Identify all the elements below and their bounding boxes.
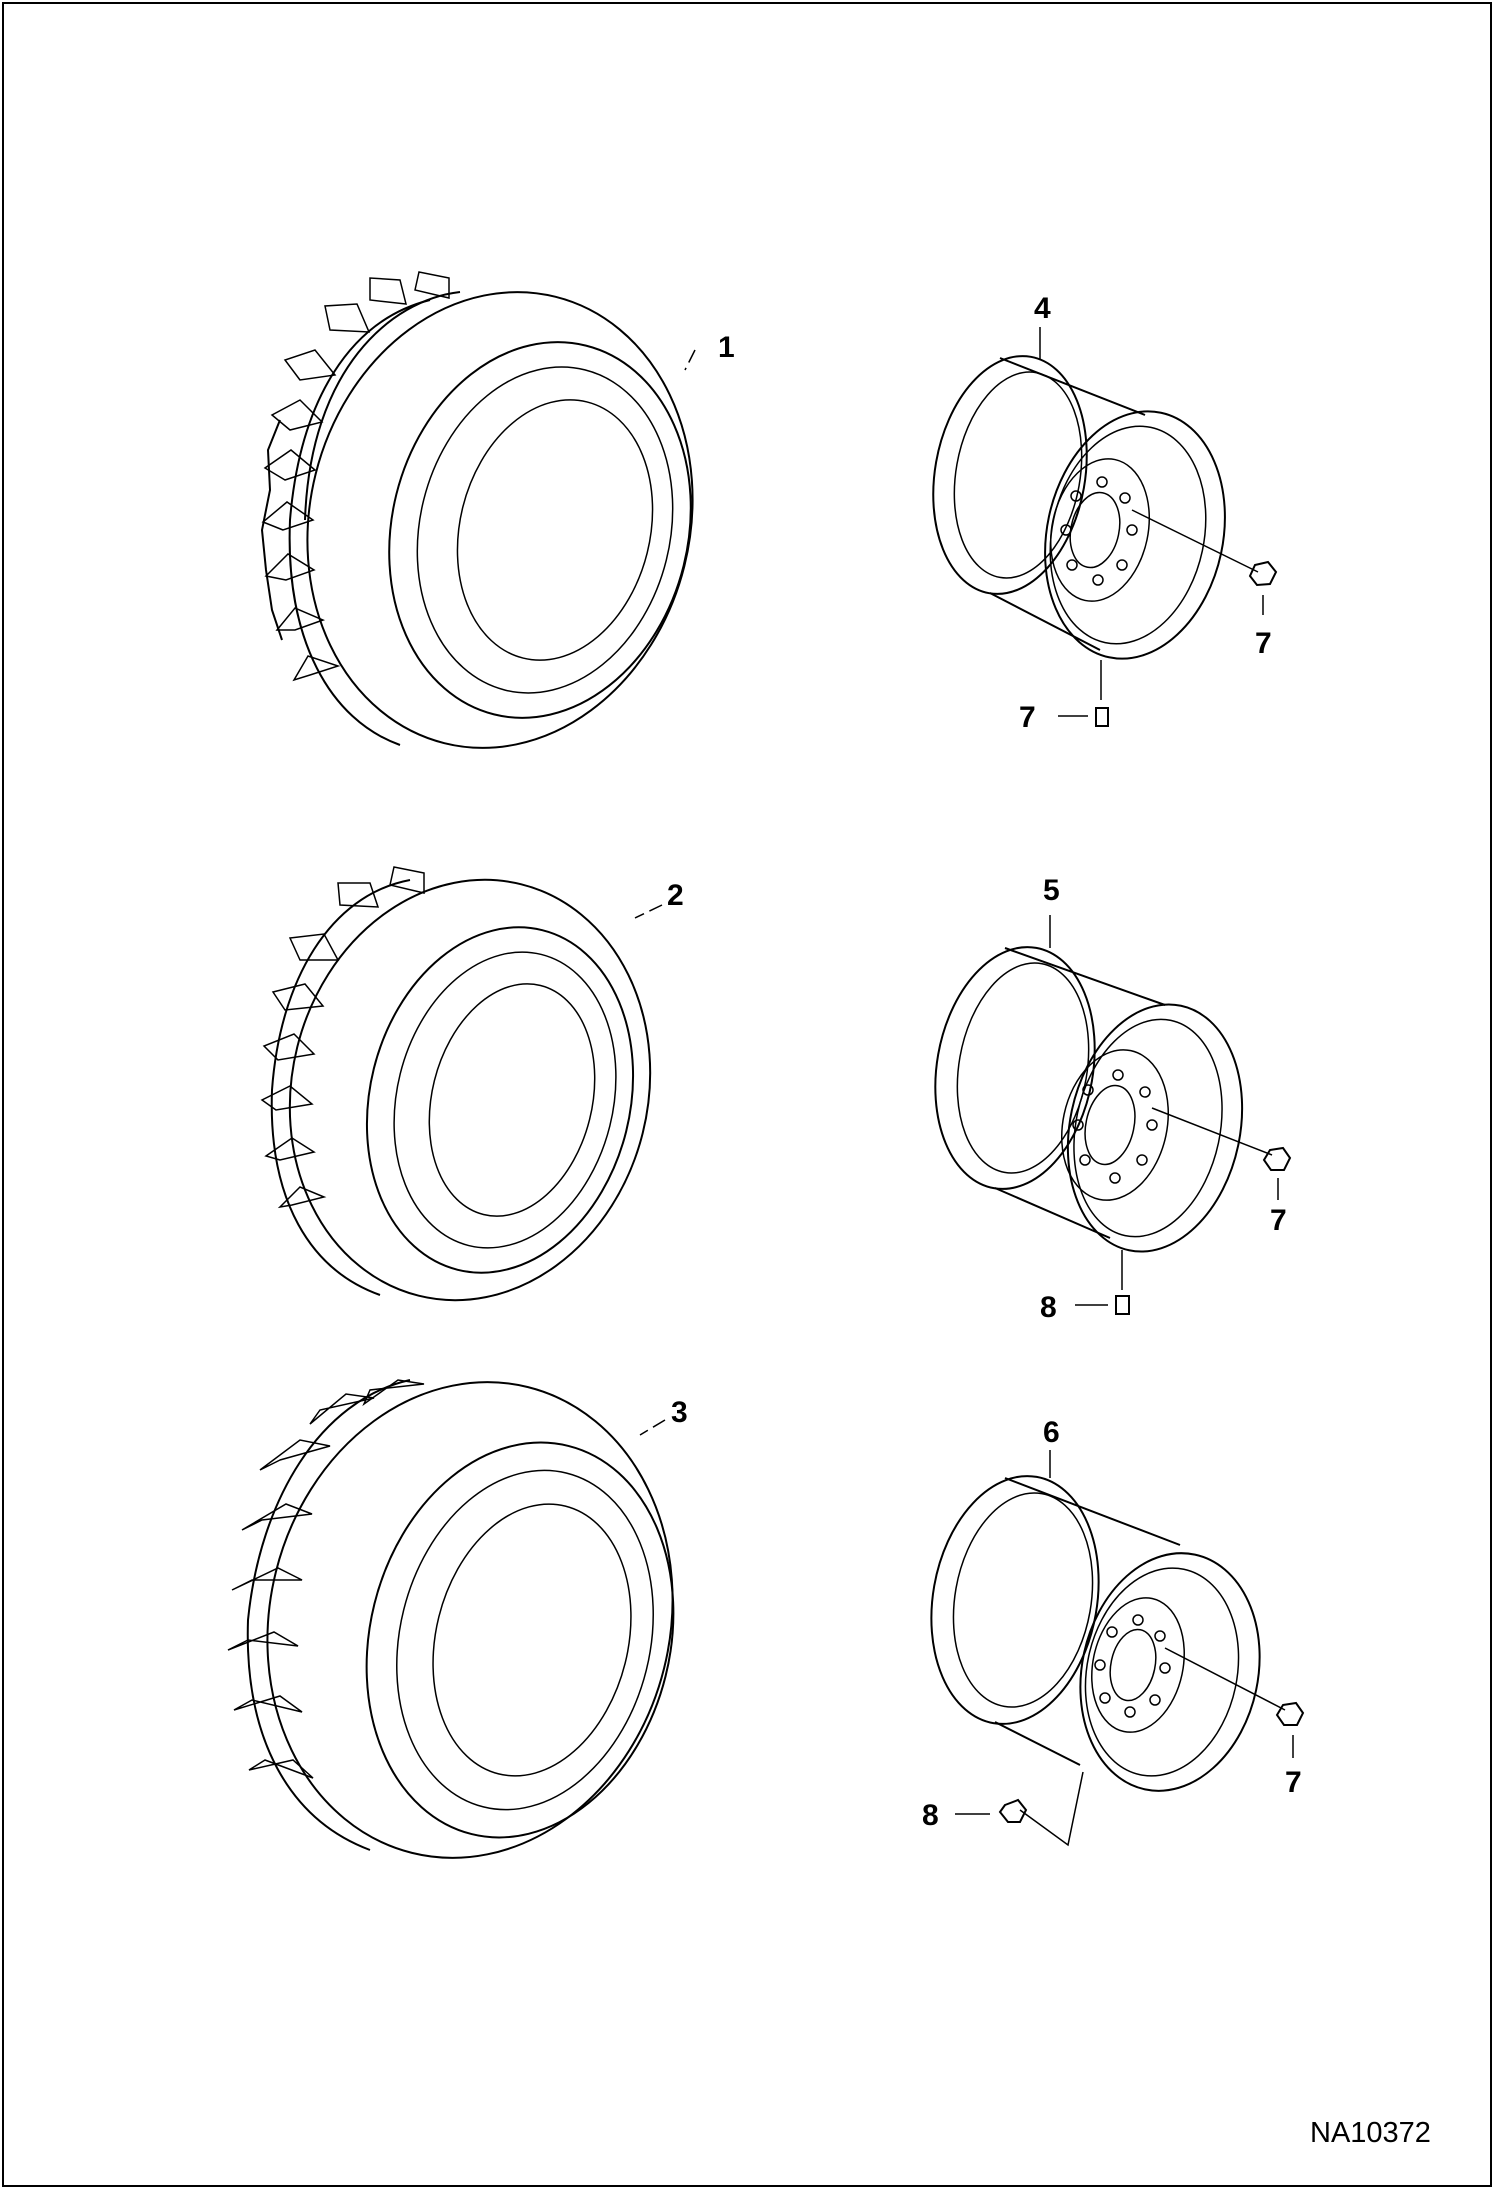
callout-rim4-valve: 7 — [1019, 701, 1036, 734]
leader-lines — [634, 327, 1294, 1815]
callout-rim6-nut: 7 — [1285, 1766, 1302, 1799]
callout-tire-1: 1 — [718, 331, 735, 364]
callout-rim-4: 4 — [1034, 292, 1051, 325]
rim-5-drawing — [934, 946, 1292, 1315]
tire-3-drawing — [227, 1379, 675, 1859]
callout-rim5-nut: 7 — [1270, 1204, 1287, 1237]
callout-rim-6: 6 — [1043, 1416, 1060, 1449]
tire-1-drawing — [260, 271, 694, 749]
callout-tire-2: 2 — [667, 879, 684, 912]
drawing-code: NA10372 — [1310, 2117, 1431, 2149]
callout-rim5-valve: 8 — [1040, 1291, 1057, 1324]
tire-2-drawing — [260, 866, 652, 1302]
callout-rim6-valve: 8 — [922, 1799, 939, 1832]
callout-rim-5: 5 — [1043, 874, 1060, 907]
callout-tire-3: 3 — [671, 1396, 688, 1429]
rim-6-drawing — [930, 1475, 1305, 1847]
callout-rim4-nut: 7 — [1255, 627, 1272, 660]
rim-4-drawing — [932, 355, 1278, 727]
